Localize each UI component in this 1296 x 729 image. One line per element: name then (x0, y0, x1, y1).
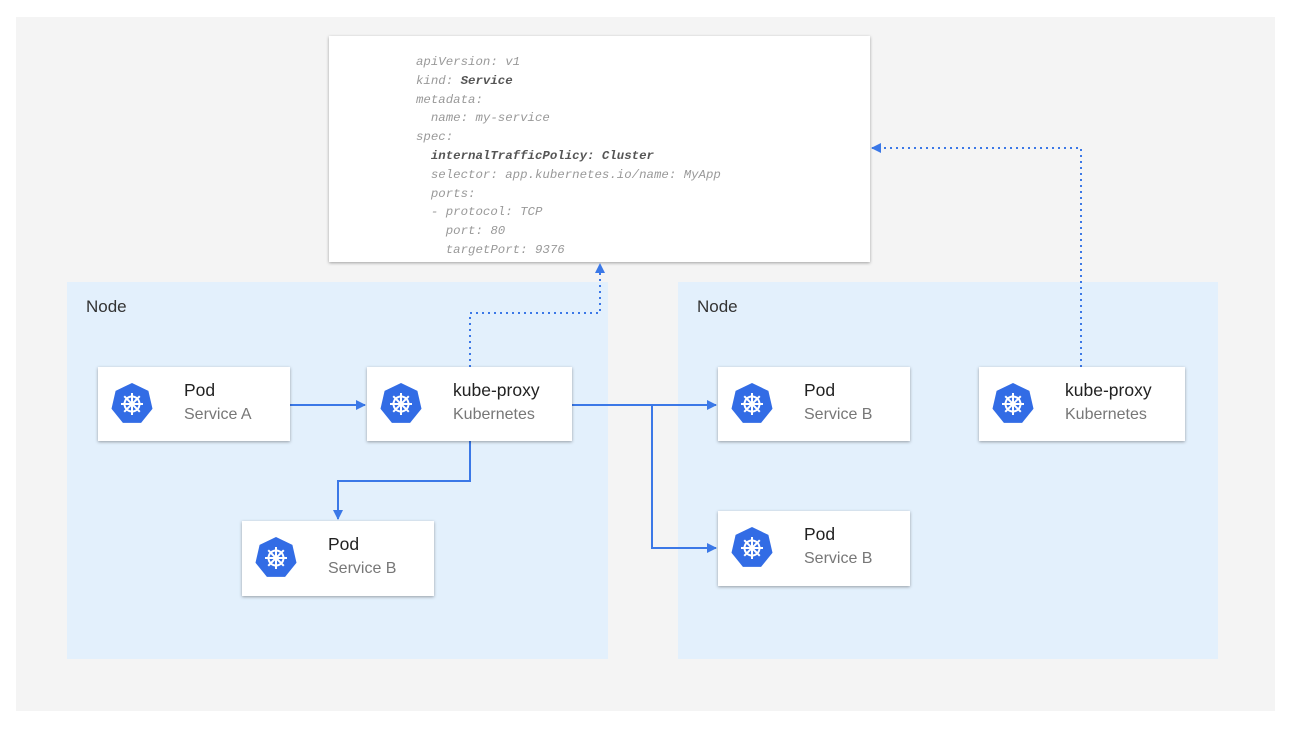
kubernetes-helm-icon (731, 383, 773, 423)
yaml-value: Cluster (601, 148, 654, 163)
card-title: kube-proxy (1065, 380, 1152, 400)
yaml-line: selector: app.kubernetes.io/name: MyApp (416, 166, 721, 185)
yaml-key: name: (430, 111, 469, 126)
yaml-line: internalTrafficPolicy: Cluster (416, 147, 721, 166)
kubernetes-helm-icon (111, 383, 153, 423)
yaml-line: metadata: (416, 91, 721, 110)
yaml-value: TCP (520, 205, 543, 220)
node-1: Node (67, 282, 608, 659)
yaml-key: - protocol: (430, 205, 513, 220)
card-subtitle: Kubernetes (453, 406, 535, 423)
yaml-value: app.kubernetes.io/name: MyApp (505, 167, 721, 182)
card-subtitle: Service A (184, 406, 252, 423)
yaml-line: apiVersion: v1 (416, 53, 721, 72)
yaml-line: kind: Service (416, 72, 721, 91)
yaml-key: ports: (430, 186, 476, 201)
node-2: Node (678, 282, 1218, 659)
arrow-proxy-to-podb3 (651, 405, 717, 553)
yaml-line: ports: (416, 185, 721, 204)
card-subtitle: Kubernetes (1065, 406, 1147, 423)
kubernetes-helm-icon (731, 527, 773, 567)
card-subtitle: Service B (804, 550, 873, 567)
yaml-key: internalTrafficPolicy: (430, 148, 595, 163)
card-title: Pod (804, 524, 836, 544)
yaml-value: my-service (475, 111, 550, 126)
card-subtitle: Service B (328, 560, 397, 577)
card-title: Pod (328, 534, 360, 554)
yaml-key: metadata: (416, 92, 483, 107)
yaml-value: v1 (505, 55, 521, 69)
yaml-key: port: (445, 224, 483, 239)
kubernetes-helm-icon (255, 537, 297, 577)
yaml-line: port: 80 (416, 222, 721, 241)
yaml-value: Service (460, 73, 513, 88)
dotted-proxy2-to-service (871, 143, 1082, 367)
kubernetes-helm-icon (992, 383, 1034, 423)
yaml-key: targetPort: (445, 242, 528, 257)
yaml-value: 9376 (534, 242, 565, 257)
node-label: Node (697, 297, 738, 316)
dotted-proxy1-to-service (469, 263, 605, 367)
yaml-key: spec: (416, 130, 454, 145)
yaml-key: kind: (416, 73, 454, 88)
card-title: Pod (804, 380, 836, 400)
yaml-line: targetPort: 9376 (416, 241, 721, 260)
yaml-key: selector: (430, 167, 498, 182)
arrow-proxy-to-podb1 (333, 441, 471, 520)
yaml-line: name: my-service (416, 109, 721, 128)
card-title: Pod (184, 380, 216, 400)
node-label: Node (86, 297, 127, 316)
card-subtitle: Service B (804, 406, 873, 423)
yaml-key: apiVersion: (416, 55, 498, 69)
yaml-line: spec: (416, 128, 721, 147)
kubernetes-helm-icon (380, 383, 422, 423)
card-title: kube-proxy (453, 380, 540, 400)
yaml-line: - protocol: TCP (416, 203, 721, 222)
yaml-value: 80 (490, 224, 506, 239)
